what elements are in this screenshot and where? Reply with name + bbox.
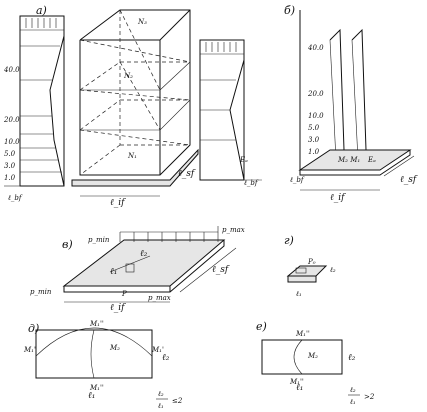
level-b-20: 20.0 xyxy=(307,90,324,98)
pmax-bottom: p_max xyxy=(148,294,171,302)
ratio-den-f: ℓ₁ xyxy=(349,398,356,406)
panel-e-label: д) xyxy=(28,322,39,335)
building-box: N₃ N₂ N₁ xyxy=(71,9,199,187)
l1-f: ℓ₁ xyxy=(296,383,303,393)
level-1: 1.0 xyxy=(4,174,16,182)
m1-bottom-f: M₁'' xyxy=(289,378,304,386)
force-n3: N₃ xyxy=(137,18,147,26)
p-label-c: P xyxy=(121,290,127,298)
l1-d: ℓ₁ xyxy=(295,290,302,298)
m1-top-f: M₁'' xyxy=(295,330,310,338)
level-20: 20.0 xyxy=(3,116,20,124)
l1-c: ℓ₁ xyxy=(110,267,117,277)
width-label-c: ℓ_if xyxy=(110,303,126,313)
panel-d-label: г) xyxy=(284,234,294,247)
width-label-b: ℓ_if xyxy=(330,193,346,203)
pmin-top: p_min xyxy=(88,236,110,244)
level-40: 40.0 xyxy=(3,66,20,74)
pmax-top: p_max xyxy=(222,226,245,234)
load-diagram-right: Eₐ ℓ_bf xyxy=(199,39,262,187)
depth-label-a: ℓ_bf xyxy=(243,179,259,187)
l2-d: ℓ₂ xyxy=(329,266,336,274)
ratio-num-e: ℓ₂ xyxy=(157,390,164,398)
ratio-den-e: ℓ₁ xyxy=(157,402,164,410)
panel-a: а) 40.0 20.0 10.0 5.0 3.0 1.0 xyxy=(3,4,262,208)
level-3: 3.0 xyxy=(4,162,16,170)
m1-right-e: M₁' xyxy=(151,346,164,354)
level-b-3: 3.0 xyxy=(308,136,320,144)
length-label-c: ℓ_sf xyxy=(212,265,230,275)
l2-e: ℓ₂ xyxy=(162,353,170,363)
m1-left-e: M₁' xyxy=(23,346,36,354)
panel-f-label: е) xyxy=(256,320,267,333)
panel-b: б) 40.0 20.0 10.0 5.0 3.0 1.0 M₂ M₁ Eₐ ℓ… xyxy=(284,4,418,203)
force-n2: N₂ xyxy=(123,72,133,80)
m1-bottom-e: M₁'' xyxy=(89,384,104,392)
panel-f: е) M₁'' M₁'' M₂ ℓ₁ ℓ₂ ℓ₂ ℓ₁ >2 xyxy=(256,320,375,406)
m2-f: M₂ xyxy=(307,352,318,360)
level-b-10: 10.0 xyxy=(308,112,324,120)
l2-f: ℓ₂ xyxy=(348,353,356,363)
ea-label-a: Eₐ xyxy=(239,156,248,164)
ratio-op-e: ≤2 xyxy=(172,397,183,405)
pmin-bottom: p_min xyxy=(30,288,52,296)
panel-a-label: а) xyxy=(36,4,47,17)
force-n1: N₁ xyxy=(127,152,137,160)
ratio-num-f: ℓ₂ xyxy=(349,386,356,394)
panel-c-label: в) xyxy=(62,238,73,251)
panel-b-label: б) xyxy=(284,4,295,17)
panel-d: г) P₀ ℓ₁ ℓ₂ xyxy=(284,234,336,298)
moments-b: M₂ M₁ xyxy=(337,156,360,164)
m1-top-e: M₁'' xyxy=(89,320,104,328)
panel-c: в) p_min p_max p_min p_max ℓ₁ ℓ₂ ℓ_if ℓ_… xyxy=(30,226,245,313)
level-b-5: 5.0 xyxy=(308,124,320,132)
ea-label-b: Eₐ xyxy=(367,156,376,164)
left-base-label: ℓ_bf xyxy=(7,194,23,202)
length-label-a: ℓ_sf xyxy=(178,169,196,179)
l2-c: ℓ₂ xyxy=(140,249,148,259)
width-label-a: ℓ_if xyxy=(110,198,126,208)
m2-e: M₂ xyxy=(109,344,120,352)
level-10: 10.0 xyxy=(4,138,20,146)
ratio-op-f: >2 xyxy=(364,393,375,401)
level-b-1: 1.0 xyxy=(308,148,320,156)
panel-d2: д) M₁'' M₁' M₁' M₁'' M₂ ℓ₁ ℓ₂ ℓ₂ ℓ₁ ≤2 xyxy=(23,320,183,410)
p0-label: P₀ xyxy=(307,258,316,266)
l1-e: ℓ₁ xyxy=(88,391,95,401)
load-diagram-left: 40.0 20.0 10.0 5.0 3.0 1.0 ℓ_bf xyxy=(3,15,65,202)
level-5: 5.0 xyxy=(4,150,16,158)
length-label-b: ℓ_sf xyxy=(400,175,418,185)
level-b-40: 40.0 xyxy=(307,44,324,52)
base-label-b: ℓ_bf xyxy=(289,176,305,184)
